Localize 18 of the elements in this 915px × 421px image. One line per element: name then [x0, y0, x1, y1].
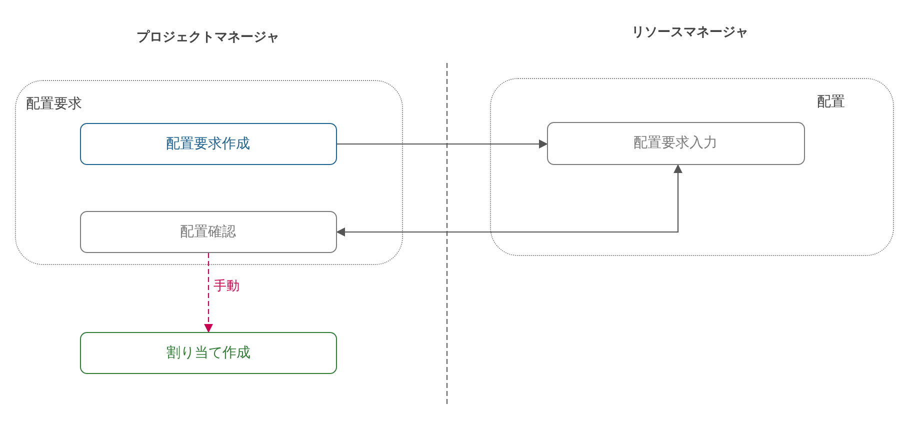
process-box — [80, 122, 337, 165]
arrow — [336, 164, 682, 236]
process-label: 配置確認 — [180, 222, 236, 241]
lane-heading: リソースマネージャ — [632, 24, 748, 41]
process-box — [80, 210, 337, 253]
process-label: 配置要求作成 — [166, 134, 250, 153]
arrow — [337, 140, 548, 148]
group-label: 配置 — [817, 93, 845, 111]
process-box — [80, 332, 337, 374]
process-label: 配置要求入力 — [634, 134, 718, 152]
arrow — [204, 253, 213, 333]
edge-label: 手動 — [214, 276, 240, 294]
group-frame — [15, 80, 403, 265]
group-frame — [490, 78, 894, 256]
lane-heading: プロジェクトマネージャ — [136, 28, 280, 46]
group-label: 配置要求 — [26, 95, 82, 113]
process-label: 割り当て作成 — [166, 344, 250, 362]
process-box — [546, 122, 805, 165]
